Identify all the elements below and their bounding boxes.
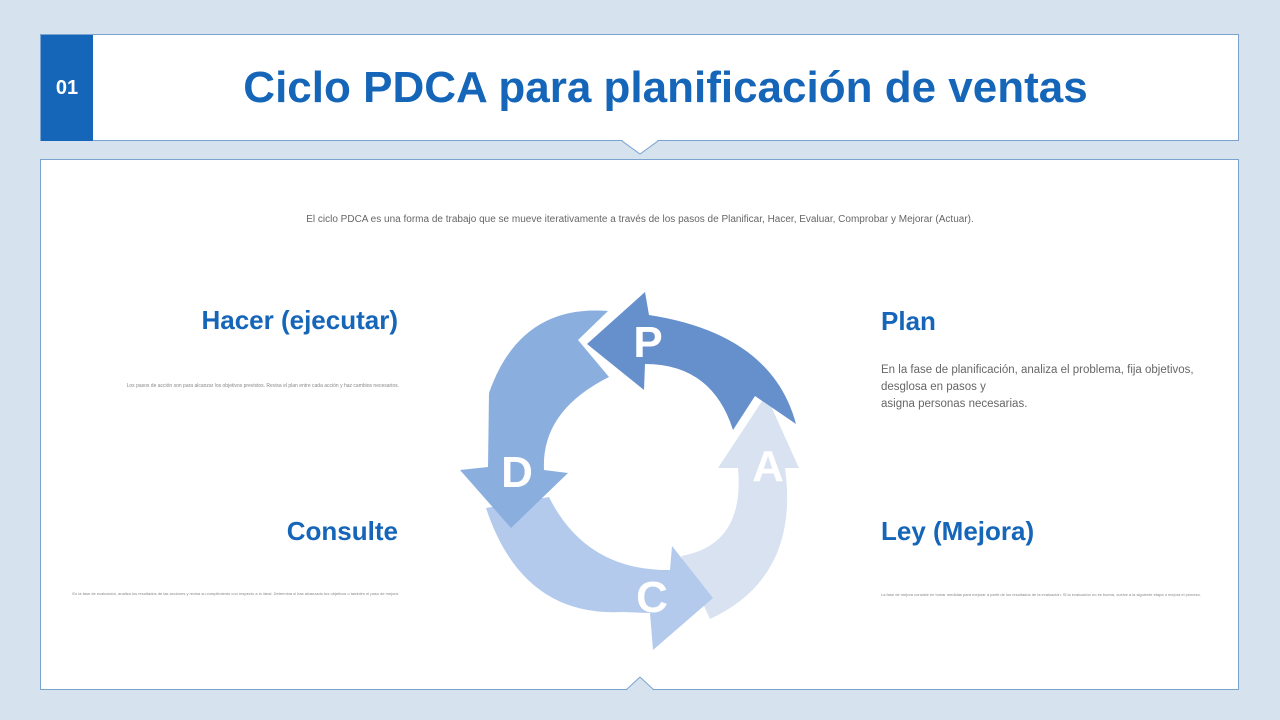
header-box: 01 Ciclo PDCA para planificación de vent… (40, 34, 1239, 141)
arrow-d (460, 310, 609, 528)
letter-d: D (501, 448, 533, 497)
consulte-heading: Consulte (286, 516, 398, 546)
plan-heading: Plan (881, 306, 936, 336)
arrow-c (486, 497, 713, 650)
section-number: 01 (41, 35, 93, 141)
intro-text: El ciclo PDCA es una forma de trabajo qu… (306, 214, 974, 225)
bottom-notch (625, 676, 655, 691)
hacer-heading: Hacer (ejecutar) (201, 305, 398, 335)
plan-description: En la fase de planificación, analiza el … (881, 364, 1194, 410)
letter-p: P (633, 318, 662, 367)
page-title: Ciclo PDCA para planificación de ventas (243, 63, 1088, 112)
ley-description: La fase de mejora consiste en tomar medi… (881, 592, 1201, 597)
ley-heading: Ley (Mejora) (881, 516, 1035, 546)
arrow-p (587, 292, 796, 430)
hacer-description: Los pasos de acción son para alcanzar lo… (126, 383, 399, 389)
arrow-a (681, 395, 799, 619)
consulte-description: En la fase de evaluación, analiza los re… (72, 591, 399, 596)
header-pointer (622, 140, 658, 155)
letter-c: C (636, 573, 668, 622)
letter-a: A (752, 442, 784, 491)
pdca-cycle-diagram: P D C A (460, 292, 799, 650)
